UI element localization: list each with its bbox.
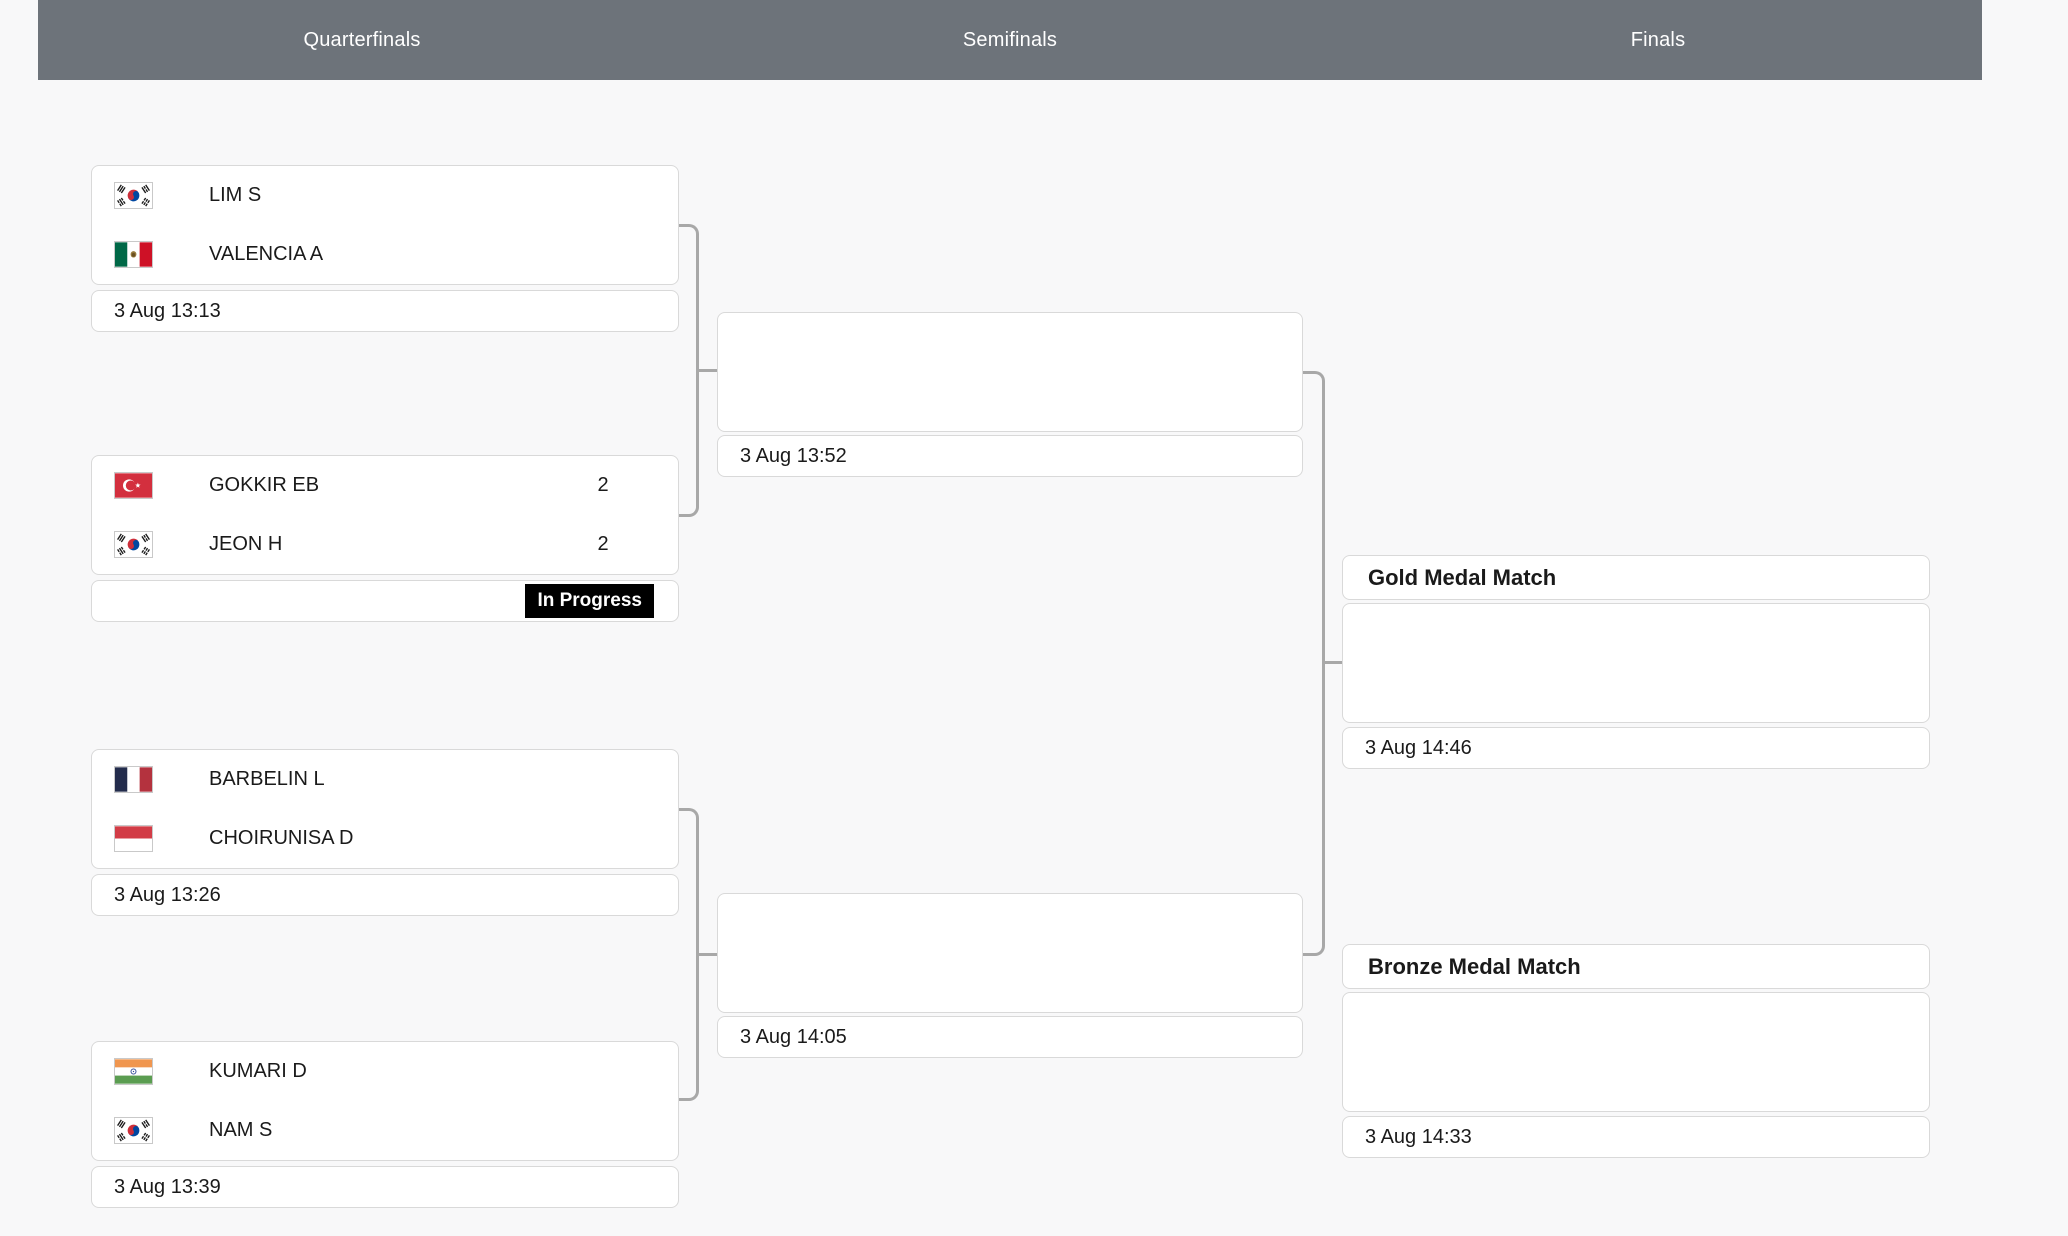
flag-mex-icon: [114, 241, 153, 268]
match-time-qf3: 3 Aug 13:26: [91, 874, 679, 916]
match-time-qf1: 3 Aug 13:13: [91, 290, 679, 332]
connector-qf3-qf4: [679, 808, 699, 1101]
player-row: LIM S: [92, 166, 678, 225]
match-card-qf4[interactable]: KUMARI D NAM S: [91, 1041, 679, 1161]
connector-qf1-qf2: [679, 224, 699, 517]
player-row: JEON H 2: [92, 515, 678, 574]
player-name: LIM S: [209, 184, 262, 206]
flag-kor-icon: [114, 182, 153, 209]
match-time-bronze: 3 Aug 14:33: [1342, 1116, 1930, 1158]
bronze-medal-match-title: Bronze Medal Match: [1342, 944, 1930, 989]
match-time-gold: 3 Aug 14:46: [1342, 727, 1930, 769]
gold-medal-match-title: Gold Medal Match: [1342, 555, 1930, 600]
player-row: VALENCIA A: [92, 225, 678, 284]
connector-to-gold: [1325, 661, 1342, 664]
match-card-gold[interactable]: [1342, 603, 1930, 723]
player-name: CHOIRUNISA D: [209, 827, 354, 849]
flag-kor-icon: [114, 531, 153, 558]
flag-fra-icon: [114, 766, 153, 793]
player-name: VALENCIA A: [209, 243, 324, 265]
player-row: CHOIRUNISA D: [92, 809, 678, 868]
round-label-finals: Finals: [1630, 28, 1686, 51]
round-label-quarterfinals: Quarterfinals: [303, 28, 421, 51]
connector-sf1-sf2: [1303, 371, 1325, 956]
flag-kor-icon: [114, 1117, 153, 1144]
match-time-sf2: 3 Aug 14:05: [717, 1016, 1303, 1058]
player-row: KUMARI D: [92, 1042, 678, 1101]
player-row: BARBELIN L: [92, 750, 678, 809]
match-card-bronze[interactable]: [1342, 992, 1930, 1112]
match-time-qf4: 3 Aug 13:39: [91, 1166, 679, 1208]
player-row: GOKKIR EB 2: [92, 456, 678, 515]
player-name: KUMARI D: [209, 1060, 307, 1082]
player-row: NAM S: [92, 1101, 678, 1160]
flag-ina-icon: [114, 825, 153, 852]
player-score: 2: [597, 474, 609, 496]
connector-to-sf1: [699, 369, 717, 372]
player-score: 2: [597, 533, 609, 555]
player-name: BARBELIN L: [209, 768, 325, 790]
match-card-qf3[interactable]: BARBELIN L CHOIRUNISA D: [91, 749, 679, 869]
match-time-sf1: 3 Aug 13:52: [717, 435, 1303, 477]
match-card-qf1[interactable]: LIM S VALENCIA A: [91, 165, 679, 285]
match-card-sf1[interactable]: [717, 312, 1303, 432]
bracket-round-header: Quarterfinals Semifinals Finals: [38, 0, 1982, 80]
match-footer-qf2: In Progress: [91, 580, 679, 622]
player-name: JEON H: [209, 533, 283, 555]
status-badge-in-progress: In Progress: [525, 584, 654, 618]
flag-tur-icon: [114, 472, 153, 499]
match-card-qf2[interactable]: GOKKIR EB 2 JEON H 2: [91, 455, 679, 575]
match-card-sf2[interactable]: [717, 893, 1303, 1013]
connector-to-sf2: [699, 953, 717, 956]
player-name: NAM S: [209, 1119, 273, 1141]
flag-ind-icon: [114, 1058, 153, 1085]
round-label-semifinals: Semifinals: [962, 28, 1058, 51]
player-name: GOKKIR EB: [209, 474, 320, 496]
